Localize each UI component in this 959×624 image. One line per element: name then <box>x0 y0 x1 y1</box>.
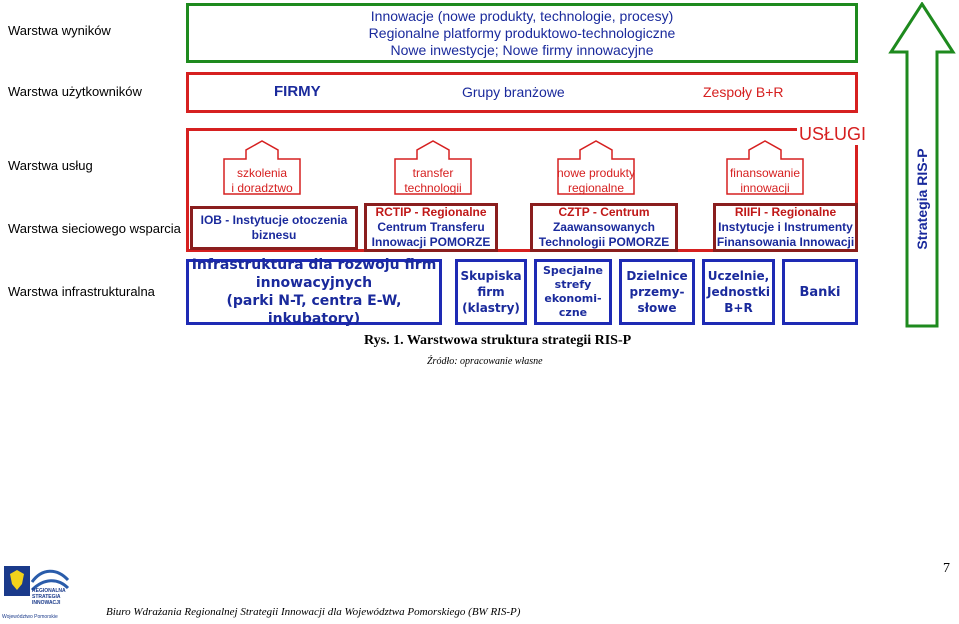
service-szkolenia: szkolenia i doradztwo <box>231 166 293 195</box>
infra-parki-box: Infrastruktura dla rozwoju firm innowacy… <box>186 257 442 327</box>
layer-label-infrastructure: Warstwa infrastrukturalna <box>8 284 155 299</box>
service-arrow-2 <box>394 140 472 195</box>
layer-label-results: Warstwa wyników <box>8 23 111 38</box>
service-nowe-produkty: nowe produkty regionalne <box>556 166 636 195</box>
network-iob-box: IOB - Instytucje otoczenia biznesu <box>190 206 358 250</box>
figure-caption: Rys. 1. Warstwowa struktura strategii RI… <box>364 333 632 348</box>
users-firmy: FIRMY <box>274 83 321 100</box>
results-box: Innowacje (nowe produkty, technologie, p… <box>186 3 858 63</box>
layer-label-network: Warstwa sieciowego wsparcia <box>8 221 181 236</box>
service-transfer: transfer technologii <box>404 166 462 195</box>
users-zespoly: Zespoły B+R <box>703 84 784 100</box>
strategy-label-wrap: Strategia RIS-P <box>904 146 940 252</box>
services-frame <box>186 128 858 252</box>
results-line-1: Innowacje (nowe produkty, technologie, p… <box>370 7 674 24</box>
uslugi-label: USŁUGI <box>797 124 869 145</box>
footer-text: Biuro Wdrażania Regionalnej Strategii In… <box>106 606 521 618</box>
layer-label-users: Warstwa użytkowników <box>8 84 142 99</box>
network-riifi-box: RIIFI - Regionalne Instytucje i Instrume… <box>713 203 858 252</box>
users-grupy: Grupy branżowe <box>462 84 565 100</box>
layer-label-services: Warstwa usług <box>8 158 93 173</box>
strategy-label: Strategia RIS-P <box>914 148 930 250</box>
logo: REGIONALNA STRATEGIA INNOWACJI Województ… <box>2 560 72 622</box>
results-line-2: Regionalne platformy produktowo-technolo… <box>368 24 676 41</box>
service-arrow-1 <box>223 140 301 195</box>
results-line-3: Nowe inwestycje; Nowe firmy innowacyjne <box>390 41 654 58</box>
users-box <box>186 72 858 113</box>
strategy-arrow <box>888 2 956 328</box>
infra-dzielnice-box: Dzielnice przemy- słowe <box>619 259 695 325</box>
logo-text: REGIONALNA STRATEGIA INNOWACJI <box>32 588 66 606</box>
logo-emblem-icon <box>4 566 70 596</box>
service-finansowanie: finansowanie innowacji <box>729 166 801 195</box>
infra-uczelnie-box: Uczelnie, Jednostki B+R <box>702 259 775 325</box>
infra-sse-box: Specjalne strefy ekonomi- czne <box>534 259 612 325</box>
page-number: 7 <box>943 561 950 576</box>
figure-source: Źródło: opracowanie własne <box>427 356 543 367</box>
logo-subtitle: Województwo Pomorskie <box>2 614 58 620</box>
infra-banki-box: Banki <box>782 259 858 325</box>
service-arrow-4 <box>726 140 804 195</box>
network-cztp-box: CZTP - Centrum Zaawansowanych Technologi… <box>530 203 678 252</box>
service-house-arrows <box>223 140 804 195</box>
network-rctip-box: RCTIP - Regionalne Centrum Transferu Inn… <box>364 203 498 252</box>
infra-klastry-box: Skupiska firm (klastry) <box>455 259 527 325</box>
service-arrow-3 <box>557 140 635 195</box>
